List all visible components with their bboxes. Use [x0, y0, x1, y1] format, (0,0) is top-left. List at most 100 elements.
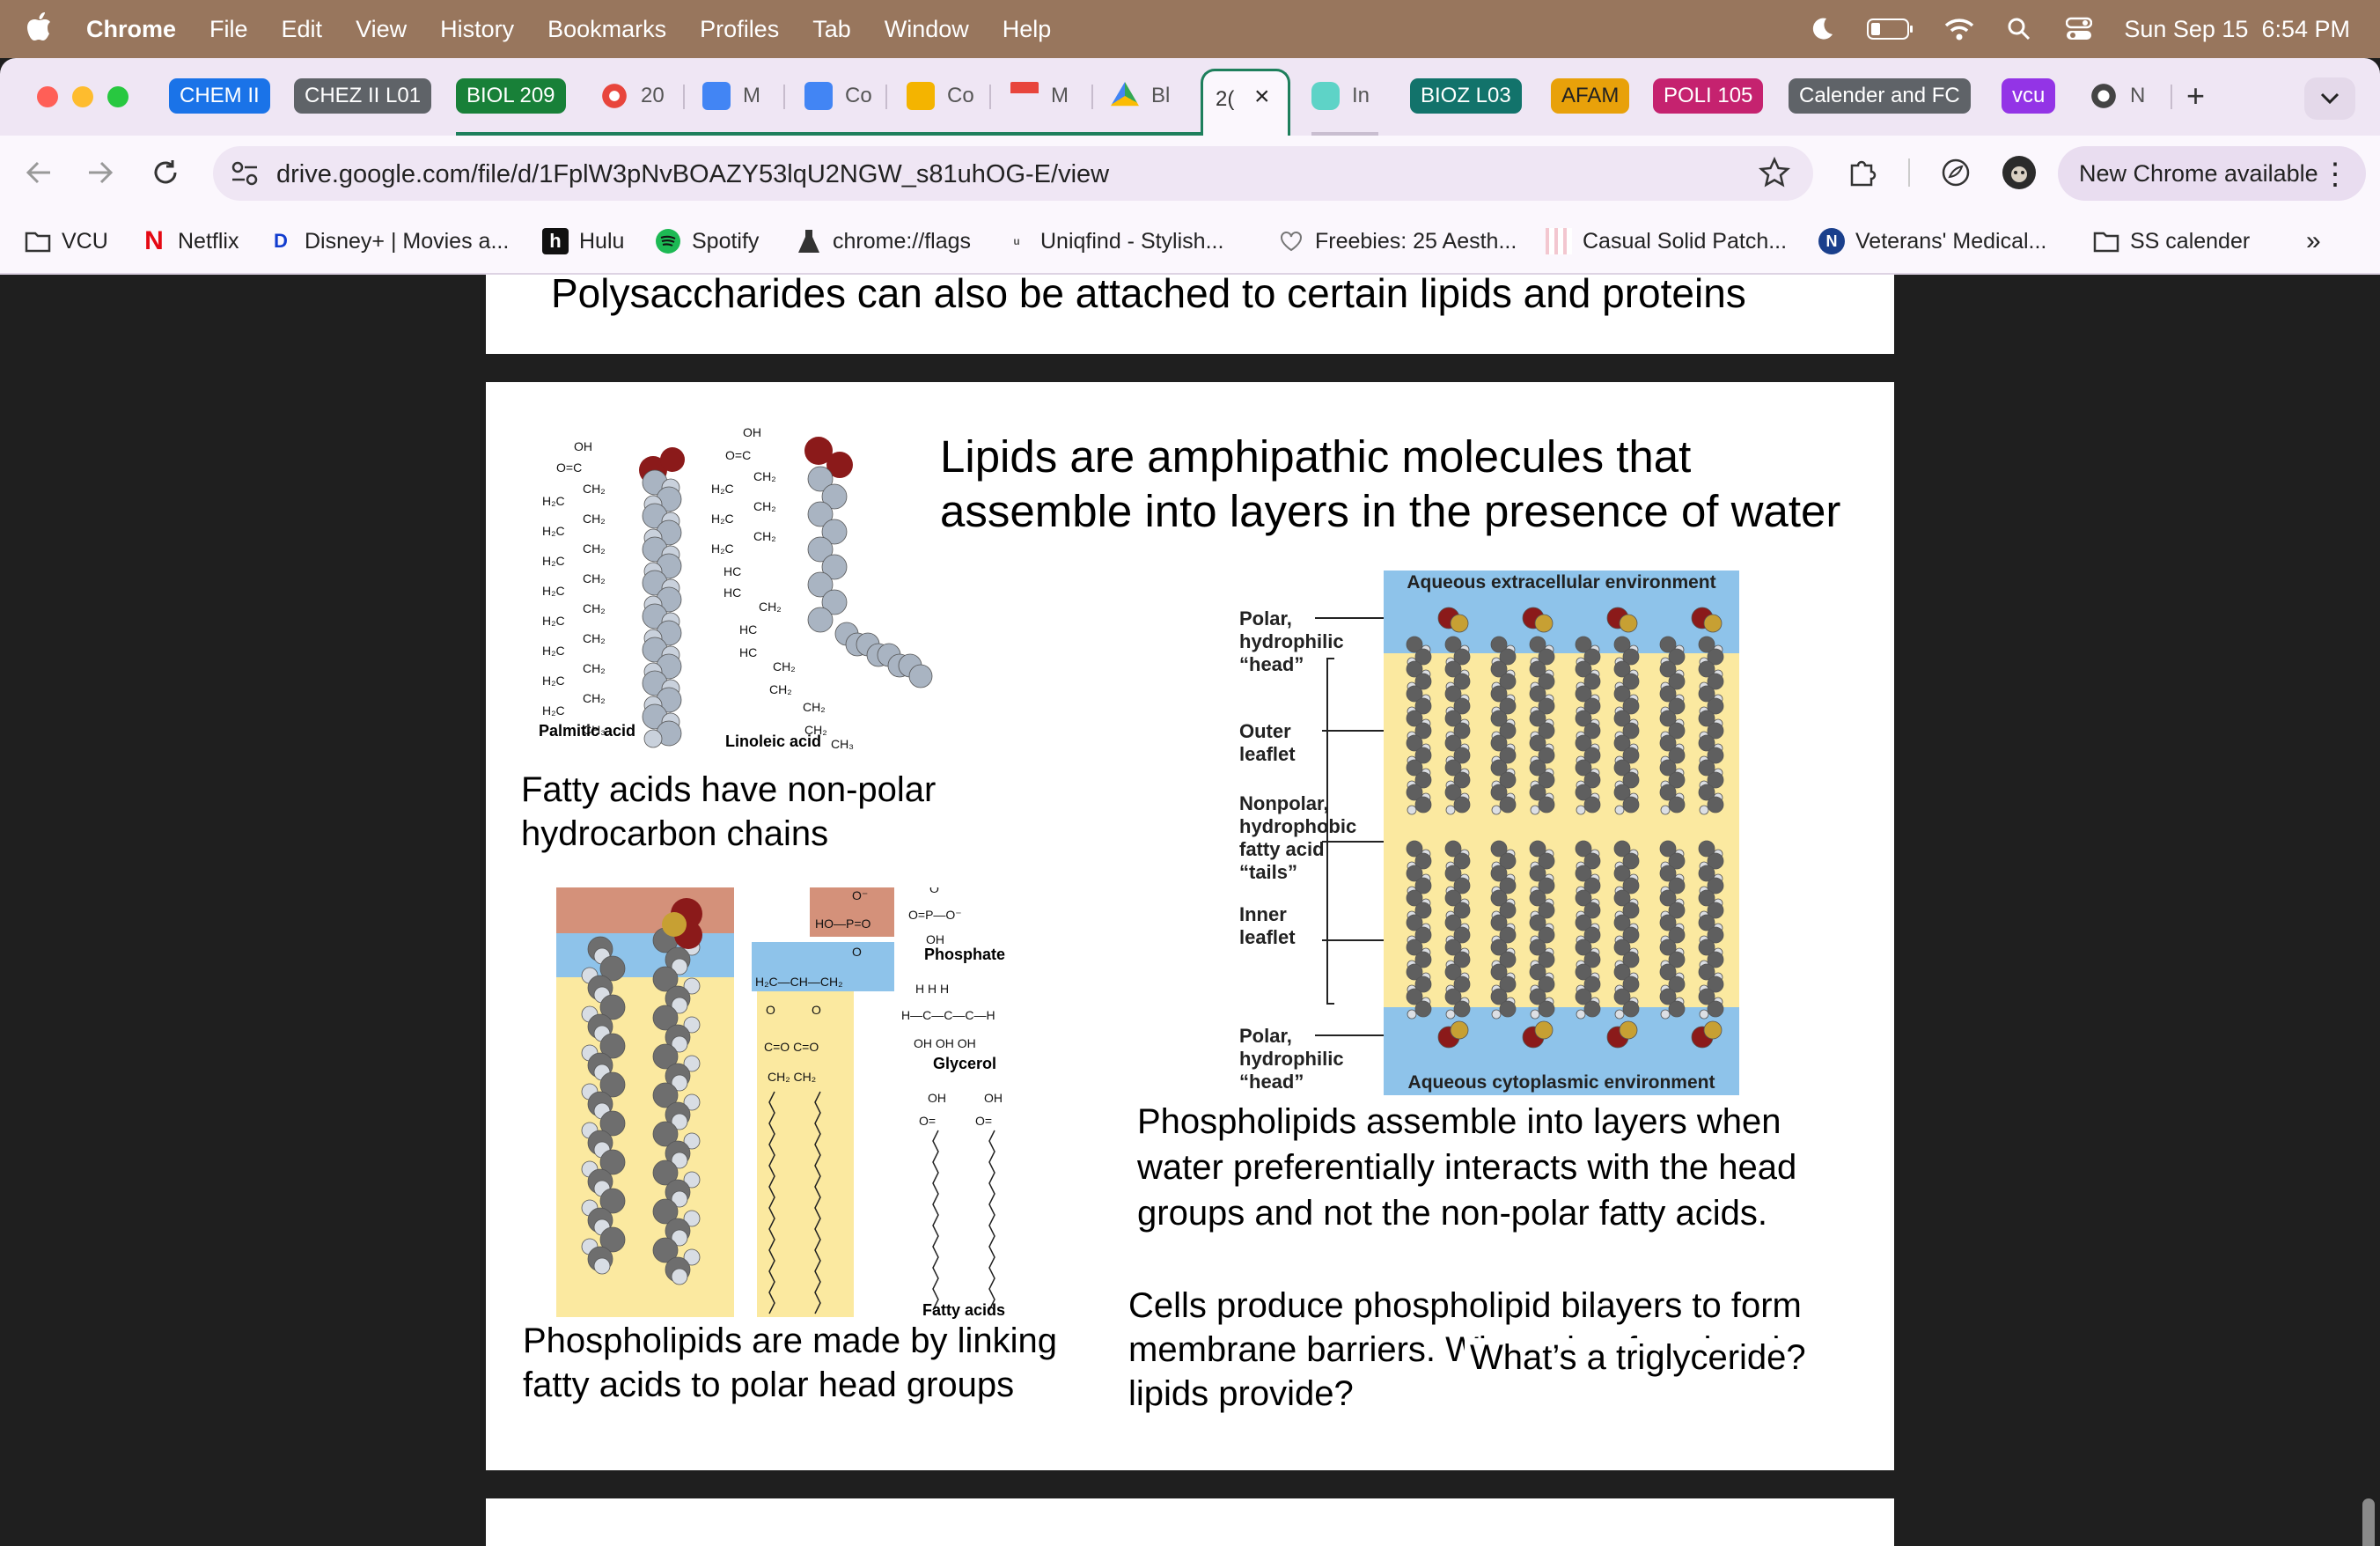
viewer-scrollbar-thumb[interactable] [2362, 1498, 2375, 1546]
profile-avatar[interactable] [2000, 153, 2038, 192]
bookmark-freebies[interactable]: Freebies: 25 Aesth... [1278, 224, 1517, 259]
svg-text:C=O C=O: C=O C=O [764, 1040, 819, 1054]
address-bar[interactable]: drive.google.com/file/d/1FplW3pNvBOAZY53… [213, 146, 1813, 201]
arrow-left-icon [26, 161, 50, 184]
menubar-clock[interactable]: Sun Sep 15 6:54 PM [2124, 15, 2350, 42]
battery-icon[interactable] [1867, 14, 1914, 44]
tab-group-underline [456, 132, 1290, 136]
tab-site-2[interactable]: M [702, 76, 760, 116]
menu-view[interactable]: View [356, 15, 408, 42]
window-minimize-button[interactable] [72, 86, 93, 107]
bookmark-hulu[interactable]: h Hulu [542, 224, 624, 259]
drive-pdf-viewer[interactable]: Polysaccharides can also be attached to … [0, 275, 2380, 1546]
extensions-button[interactable] [1843, 153, 1882, 192]
menu-window[interactable]: Window [884, 15, 969, 42]
tab-group-bioz-l03[interactable]: BIOZ L03 [1410, 78, 1522, 114]
svg-text:O=C: O=C [556, 460, 582, 475]
tab-group-afam[interactable]: AFAM [1551, 78, 1630, 114]
menu-app-name[interactable]: Chrome [86, 15, 177, 42]
avatar-dog-icon [2002, 156, 2036, 189]
menu-help[interactable]: Help [1002, 15, 1052, 42]
window-close-button[interactable] [37, 86, 58, 107]
reload-button[interactable] [146, 153, 185, 192]
bookmark-disney-plus[interactable]: D Disney+ | Movies a... [268, 224, 509, 259]
bilayer-diagram: Aqueous extracellular environment Aqueou… [1384, 571, 1739, 1095]
bookmark-vcu[interactable]: VCU [25, 224, 108, 259]
tab-separator [683, 85, 685, 109]
tab-site-4[interactable]: Co [907, 76, 974, 116]
svg-text:CH₂: CH₂ [583, 482, 606, 496]
forward-button[interactable] [81, 153, 120, 192]
apple-menu-icon[interactable] [26, 11, 65, 48]
tab-site-5[interactable]: M [1010, 76, 1069, 116]
bookmark-ss-calender[interactable]: SS calender [2093, 224, 2250, 259]
svg-text:O=C: O=C [725, 448, 751, 462]
menu-history[interactable]: History [440, 15, 515, 42]
active-tab[interactable]: 2( × [1201, 69, 1290, 136]
tab-group-chem-ii[interactable]: CHEM II [169, 78, 270, 114]
netflix-icon: N [144, 226, 164, 255]
bookmark-uniqfind[interactable]: u Uniqfind - Stylish... [1003, 224, 1223, 259]
bookmark-spotify[interactable]: Spotify [655, 224, 759, 259]
menu-tab[interactable]: Tab [812, 15, 851, 42]
wifi-icon[interactable] [1944, 14, 1974, 44]
focus-moon-icon[interactable] [1807, 14, 1837, 44]
menu-profiles[interactable]: Profiles [700, 15, 780, 42]
phospholipid-caption: Phospholipids are made by linking fatty … [523, 1321, 1058, 1404]
tab-group-chez-ii-l01[interactable]: CHEZ II L01 [294, 78, 432, 114]
bookmarks-overflow-button[interactable]: » [2306, 224, 2321, 259]
triglyceride-question: What’s a triglyceride? [1465, 1338, 1806, 1378]
google-drive-icon [1111, 82, 1139, 107]
spotlight-search-icon[interactable] [2004, 14, 2034, 44]
robot-face-icon [1311, 82, 1340, 110]
tab-group-biol-209[interactable]: BIOL 209 [456, 78, 566, 114]
tab-site-6[interactable]: Bl [1111, 76, 1170, 116]
tab-site-1[interactable]: 20 [600, 76, 665, 116]
heart-icon [1278, 228, 1304, 254]
bookmark-netflix[interactable]: N Netflix [141, 224, 239, 259]
fatty-acids-label: Fatty acids [922, 1301, 1006, 1319]
browser-toolbar: drive.google.com/file/d/1FplW3pNvBOAZY53… [0, 136, 2380, 210]
url-text[interactable]: drive.google.com/file/d/1FplW3pNvBOAZY53… [276, 160, 1110, 188]
close-tab-icon[interactable]: × [1254, 82, 1270, 111]
tab-underline [1311, 132, 1378, 136]
polar-head-bottom-label: Polar, hydrophilic “head” [1239, 1025, 1344, 1093]
svg-text:O=P—O⁻: O=P—O⁻ [908, 908, 962, 922]
slide-previous: Polysaccharides can also be attached to … [486, 275, 1894, 354]
svg-text:H₂C: H₂C [542, 554, 565, 568]
back-button[interactable] [19, 153, 58, 192]
uniqfind-icon: u [1013, 235, 1020, 247]
tab-site-7[interactable]: In [1311, 76, 1370, 116]
svg-text:CH₂: CH₂ [583, 661, 606, 675]
tab-group-poli-105[interactable]: POLI 105 [1653, 78, 1764, 114]
menu-edit[interactable]: Edit [281, 15, 323, 42]
tab-group-vcu[interactable]: vcu [2002, 78, 2056, 114]
new-chrome-available-button[interactable]: New Chrome available ⋮ [2058, 146, 2366, 201]
svg-text:HC: HC [739, 622, 757, 637]
veterans-n-icon: N [1818, 228, 1845, 254]
site-settings-icon[interactable] [231, 160, 259, 187]
bookmark-chrome-flags[interactable]: chrome://flags [796, 224, 971, 259]
svg-text:CH₂: CH₂ [583, 601, 606, 615]
bookmark-veterans-medical[interactable]: N Veterans' Medical... [1818, 224, 2046, 259]
double-chevron-right-icon: » [2306, 226, 2321, 255]
extension-action-button[interactable] [1936, 153, 1975, 192]
menu-file[interactable]: File [209, 15, 248, 42]
svg-text:CH₂: CH₂ [753, 529, 776, 543]
tab-group-calender-and-fc[interactable]: Calender and FC [1789, 78, 1971, 114]
control-center-icon[interactable] [2064, 14, 2094, 44]
new-tab-button[interactable]: + [2186, 77, 2206, 114]
tab-search-button[interactable] [2304, 77, 2355, 120]
palmitic-acid-label: Palmitic acid [539, 722, 636, 740]
tab-site-3[interactable]: Co [804, 76, 872, 116]
svg-text:O⁻: O⁻ [852, 888, 868, 902]
tab-site-8[interactable]: N [2090, 76, 2145, 116]
tab-separator [885, 85, 887, 109]
bookmark-star-icon[interactable] [1759, 157, 1790, 188]
more-vert-icon[interactable]: ⋮ [2320, 158, 2350, 191]
window-zoom-button[interactable] [107, 86, 129, 107]
google-docs-icon [702, 82, 731, 110]
svg-text:CH₂: CH₂ [583, 541, 606, 556]
bookmark-casual-solid-patch[interactable]: Casual Solid Patch... [1546, 224, 1787, 259]
menu-bookmarks[interactable]: Bookmarks [547, 15, 667, 42]
